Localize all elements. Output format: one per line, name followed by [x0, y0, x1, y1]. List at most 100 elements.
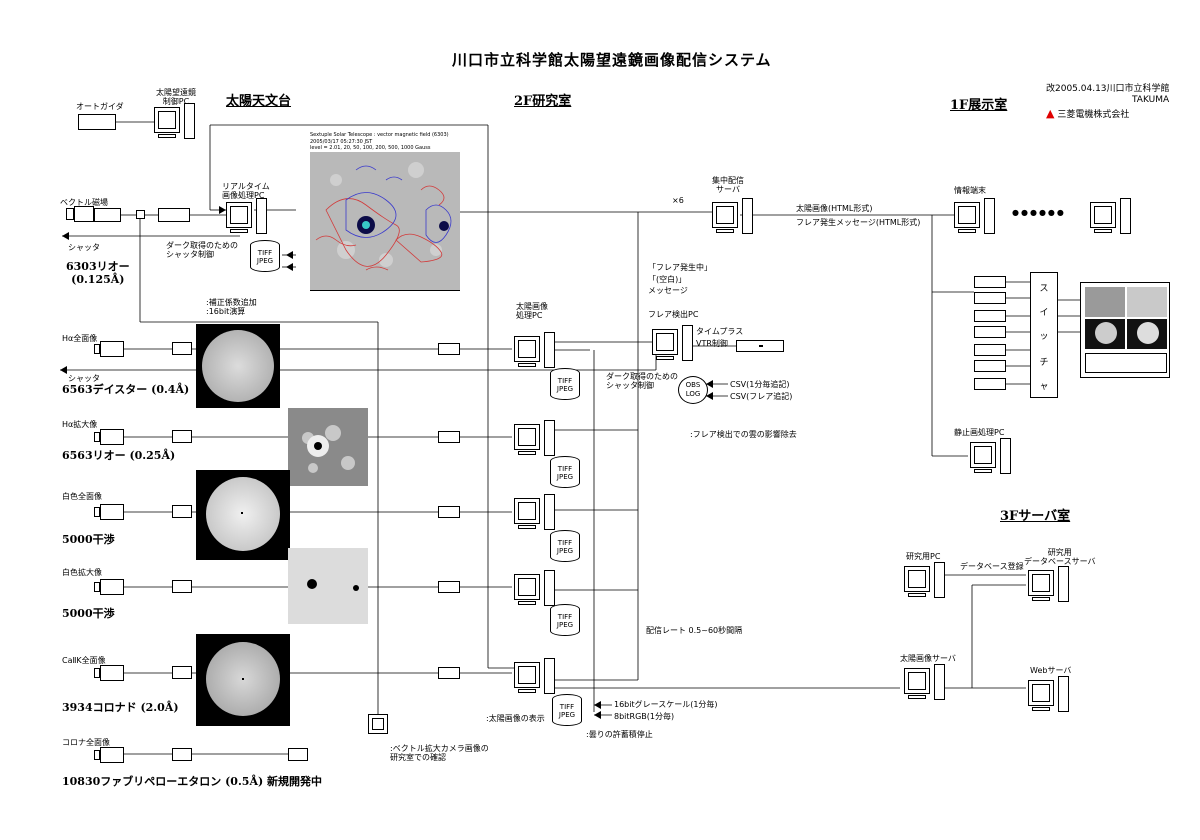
camera-body — [74, 206, 94, 222]
filter3 — [172, 430, 192, 443]
obs-log-icon: OBS LOG — [678, 376, 708, 404]
sun-pc-label: 太陽画像 処理PC — [516, 302, 548, 321]
lab-conv-2 — [438, 431, 460, 443]
vtr-icon — [736, 340, 784, 352]
magnetogram-image: Sextuple Solar Telescope : vector magnet… — [296, 130, 460, 296]
db-register-label: データベース登録 — [960, 562, 1024, 571]
ha-zoom-label: Hα拡大像 — [62, 420, 98, 429]
filter-box — [158, 208, 190, 222]
database-icon: TIFF JPEG — [550, 456, 580, 488]
cloud-note: :フレア検出での雲の影響除去 — [690, 430, 797, 439]
zoom-monitor-icon — [368, 714, 388, 734]
cam5-body — [100, 579, 124, 595]
switcher-char: ッ — [1039, 332, 1049, 342]
magnetogram-caption: Sextuple Solar Telescope : vector magnet… — [310, 132, 449, 151]
cloud-stop-note: :曇りの許蓄積停止 — [586, 730, 653, 739]
filter5 — [172, 580, 192, 593]
corona-full-label: コロナ全面像 — [62, 738, 110, 747]
white-full-label: 白色全面像 — [62, 492, 102, 501]
revision-note: 改2005.04.13川口市立科学館 — [1046, 84, 1170, 94]
observation-5000-full: 5000干渉 — [62, 533, 115, 546]
realtime-pc-label: リアルタイム 画像処理PC — [222, 182, 270, 201]
lab-conv-4 — [438, 581, 460, 593]
camera-head — [66, 208, 74, 220]
video-switcher: ス イ ッ チ ャ — [1030, 272, 1058, 398]
switch-in-2 — [974, 292, 1006, 304]
switch-in-3 — [974, 310, 1006, 322]
switcher-char: チ — [1039, 358, 1049, 368]
switch-in-6 — [974, 360, 1006, 372]
central-server-label: 集中配信 サーバ — [712, 176, 744, 195]
cak-full-label: CaⅡK全面像 — [62, 656, 106, 665]
shutter-label-2: シャッタ — [68, 374, 100, 383]
switch-in-1 — [974, 276, 1006, 288]
white-zoom-image — [288, 548, 368, 624]
white-full-sun-image — [196, 470, 290, 560]
observation-10830: 10830ファブリペローエタロン (0.5Å) 新規開発中 — [62, 775, 323, 788]
observation-6563-daystar: 6563デイスター (0.4Å) — [62, 383, 190, 396]
cam5-head — [94, 582, 100, 592]
html-flare-label: フレア発生メッセージ(HTML形式) — [796, 218, 921, 227]
ha-zoom-image — [288, 408, 368, 486]
csv-flare-label: CSV(フレア追記) — [730, 392, 793, 401]
database-icon: TIFF JPEG — [550, 604, 580, 636]
terminal-label: 情報端末 — [954, 186, 986, 195]
database-icon: TIFF JPEG — [250, 240, 280, 272]
observation-6303: 6303リオー (0.125Å) — [66, 260, 130, 286]
flare-message-label: 「フレア発生中」 「(空白)」 メッセージ — [648, 263, 712, 296]
switch-in-4 — [974, 326, 1006, 338]
filter6 — [172, 666, 192, 679]
white-zoom-label: 白色拡大像 — [62, 568, 102, 577]
vector-mag-label: ベクトル磁場 — [60, 198, 108, 207]
zoom-confirm-note: :ベクトル拡大カメラ画像の 研究室での確認 — [390, 744, 489, 763]
section-server-3f: 3Fサーバ室 — [1000, 509, 1071, 524]
more-terminals-dots: ●●●●●● — [1012, 208, 1066, 217]
filter4 — [172, 505, 192, 518]
shutter-label-1: シャッタ — [68, 243, 100, 252]
sun-server-label: 太陽画像サーバ — [900, 654, 956, 663]
observation-3934: 3934コロナド (2.0Å) — [62, 701, 179, 714]
cam6-body — [100, 665, 124, 681]
html-image-label: 太陽画像(HTML形式) — [796, 204, 873, 213]
dark-shutter-label: ダーク取得のための シャッタ制御 — [606, 372, 678, 391]
x6-label: ×6 — [672, 196, 684, 205]
telescope-pc-label: 太陽望遠鏡 制御PC — [156, 88, 196, 107]
filter7 — [172, 748, 192, 761]
splitter-box — [136, 210, 145, 219]
switch-in-7 — [974, 378, 1006, 390]
still-pc-label: 静止画処理PC — [954, 428, 1005, 437]
author-note: TAKUMA — [1132, 95, 1170, 105]
lab-conv-3 — [438, 506, 460, 518]
display-note: :太陽画像の表示 — [486, 714, 545, 723]
observation-5000-zoom: 5000干渉 — [62, 607, 115, 620]
section-lab-2f: 2F研究室 — [514, 94, 572, 109]
cam3-head — [94, 432, 100, 442]
switcher-char: ャ — [1039, 382, 1049, 392]
autoguider-label: オートガイダ — [76, 102, 124, 111]
rgb-label: 8bitRGB(1分毎) — [614, 712, 675, 721]
flare-pc-label: フレア検出PC — [648, 310, 699, 319]
ha-full-sun-image — [196, 324, 280, 408]
cam2-head — [94, 344, 100, 354]
camera-lens — [94, 208, 121, 222]
cak-full-sun-image — [196, 634, 290, 726]
shutter-control-label: ダーク取得のための シャッタ制御 — [166, 241, 238, 260]
web-server-label: Webサーバ — [1030, 666, 1072, 675]
lab-conv-5 — [438, 667, 460, 679]
display-wall — [1080, 282, 1170, 378]
switcher-char: ス — [1039, 284, 1049, 294]
company-name: ▲ 三菱電機株式会社 — [1046, 107, 1130, 120]
cam3-body — [100, 429, 124, 445]
cam4-head — [94, 507, 100, 517]
section-observatory: 太陽天文台 — [226, 94, 292, 109]
section-exhibit-1f: 1F展示室 — [950, 98, 1008, 113]
delivery-rate: 配信レート 0.5~60秒間隔 — [646, 626, 743, 635]
filter7b — [288, 748, 308, 761]
csv-minute-label: CSV(1分毎追記) — [730, 380, 790, 389]
gray-label: 16bitグレースケール(1分毎) — [614, 700, 718, 709]
switcher-char: イ — [1039, 308, 1049, 318]
database-icon: TIFF JPEG — [552, 694, 582, 726]
lab-conv-1 — [438, 343, 460, 355]
cam6-head — [94, 668, 100, 678]
research-db-label: 研究用 データベースサーバ — [1024, 548, 1096, 567]
